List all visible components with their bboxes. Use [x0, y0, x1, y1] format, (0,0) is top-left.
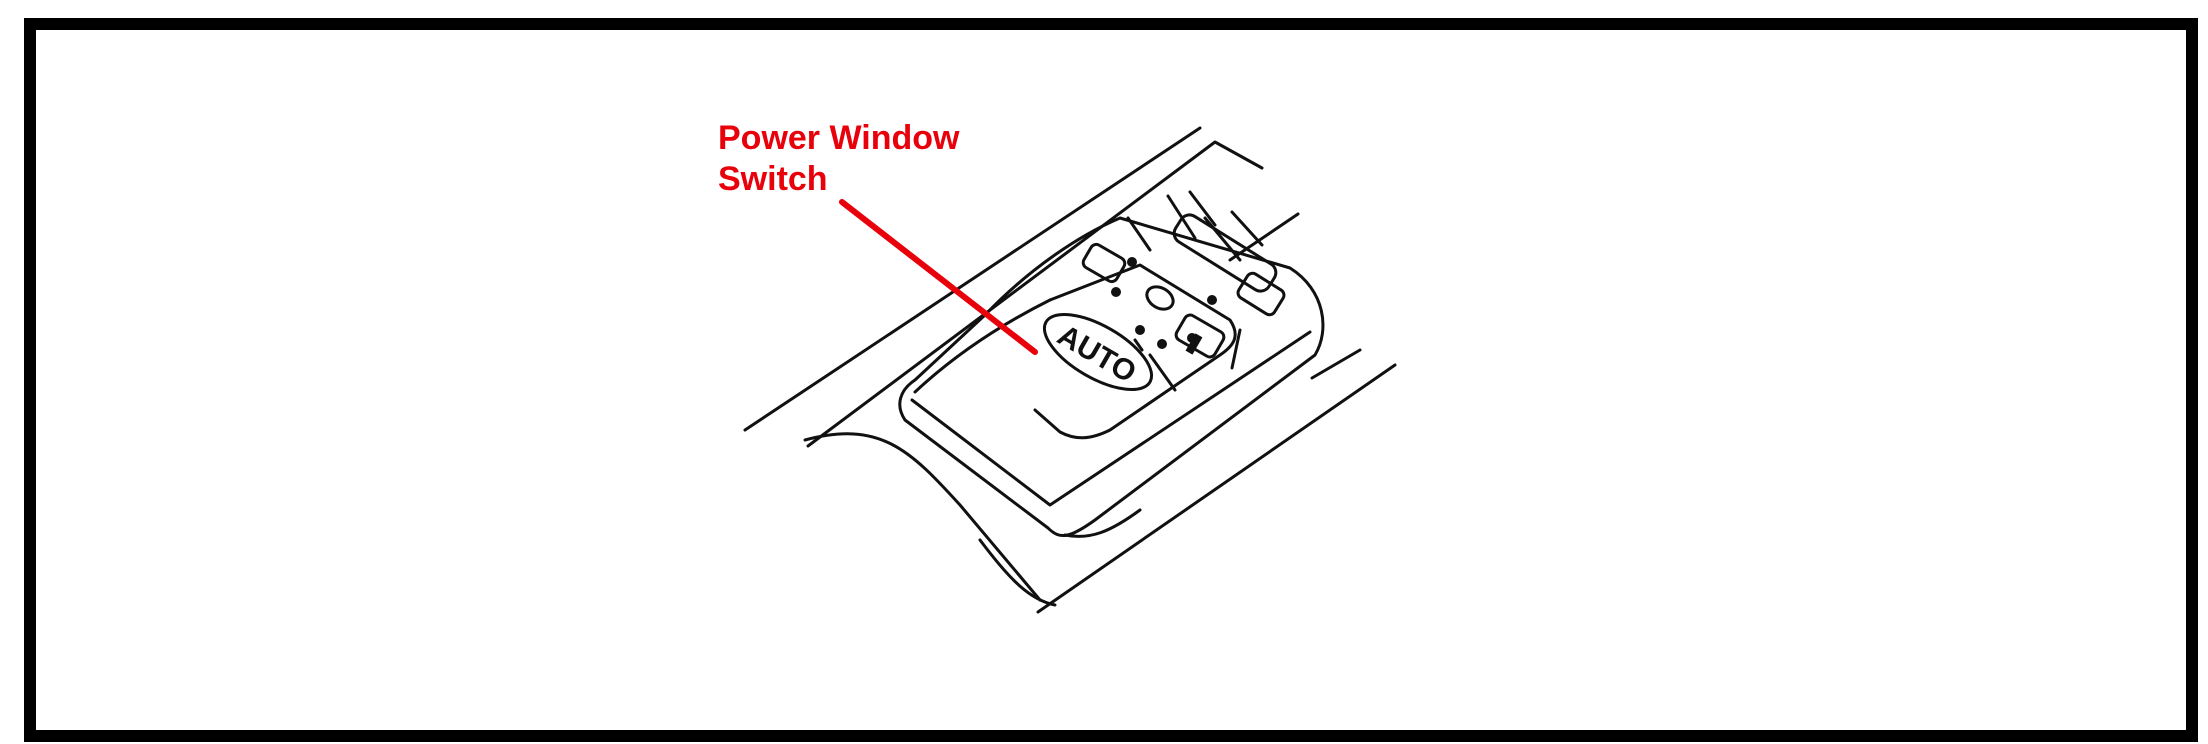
armrest-top-edge — [743, 126, 1202, 432]
switch-marks — [1126, 190, 1264, 262]
switch-dot-1 — [1127, 257, 1137, 267]
figure-frame — [24, 18, 2198, 742]
switch-bezel-shelf — [910, 330, 1312, 507]
switch-marks-2 — [1133, 328, 1242, 392]
armrest-base-curve — [978, 538, 1057, 607]
switch-dot-2 — [1111, 287, 1121, 297]
callout-leader-line — [839, 199, 1038, 355]
switch-dot-3 — [1135, 325, 1145, 335]
switch-bar — [1185, 333, 1203, 355]
switch-bezel-inner — [913, 298, 1052, 394]
armrest-lower-curve — [803, 432, 1042, 602]
lock-switch-strip[interactable] — [1170, 211, 1279, 295]
callout-line-1: Power Window — [718, 119, 960, 157]
switch-dot-6 — [1207, 295, 1217, 305]
switch-bezel — [898, 216, 1325, 537]
callout-label: Power Window Switch — [718, 118, 959, 200]
armrest-bottom-edge — [1036, 363, 1397, 614]
armrest-top-edge-2 — [806, 140, 1264, 448]
auto-button[interactable] — [1033, 299, 1163, 404]
switch-bezel-lip — [1063, 508, 1142, 538]
switch-dot-4 — [1157, 339, 1167, 349]
auto-label: AUTO — [1052, 319, 1142, 390]
center-button[interactable] — [1143, 282, 1177, 313]
callout-line-2: Switch — [718, 160, 828, 198]
main-switch-plate — [1033, 263, 1237, 440]
armrest-side-line — [1310, 348, 1362, 380]
rear-switch-right[interactable] — [1236, 271, 1286, 317]
window-switch-buttons[interactable] — [1081, 242, 1127, 284]
